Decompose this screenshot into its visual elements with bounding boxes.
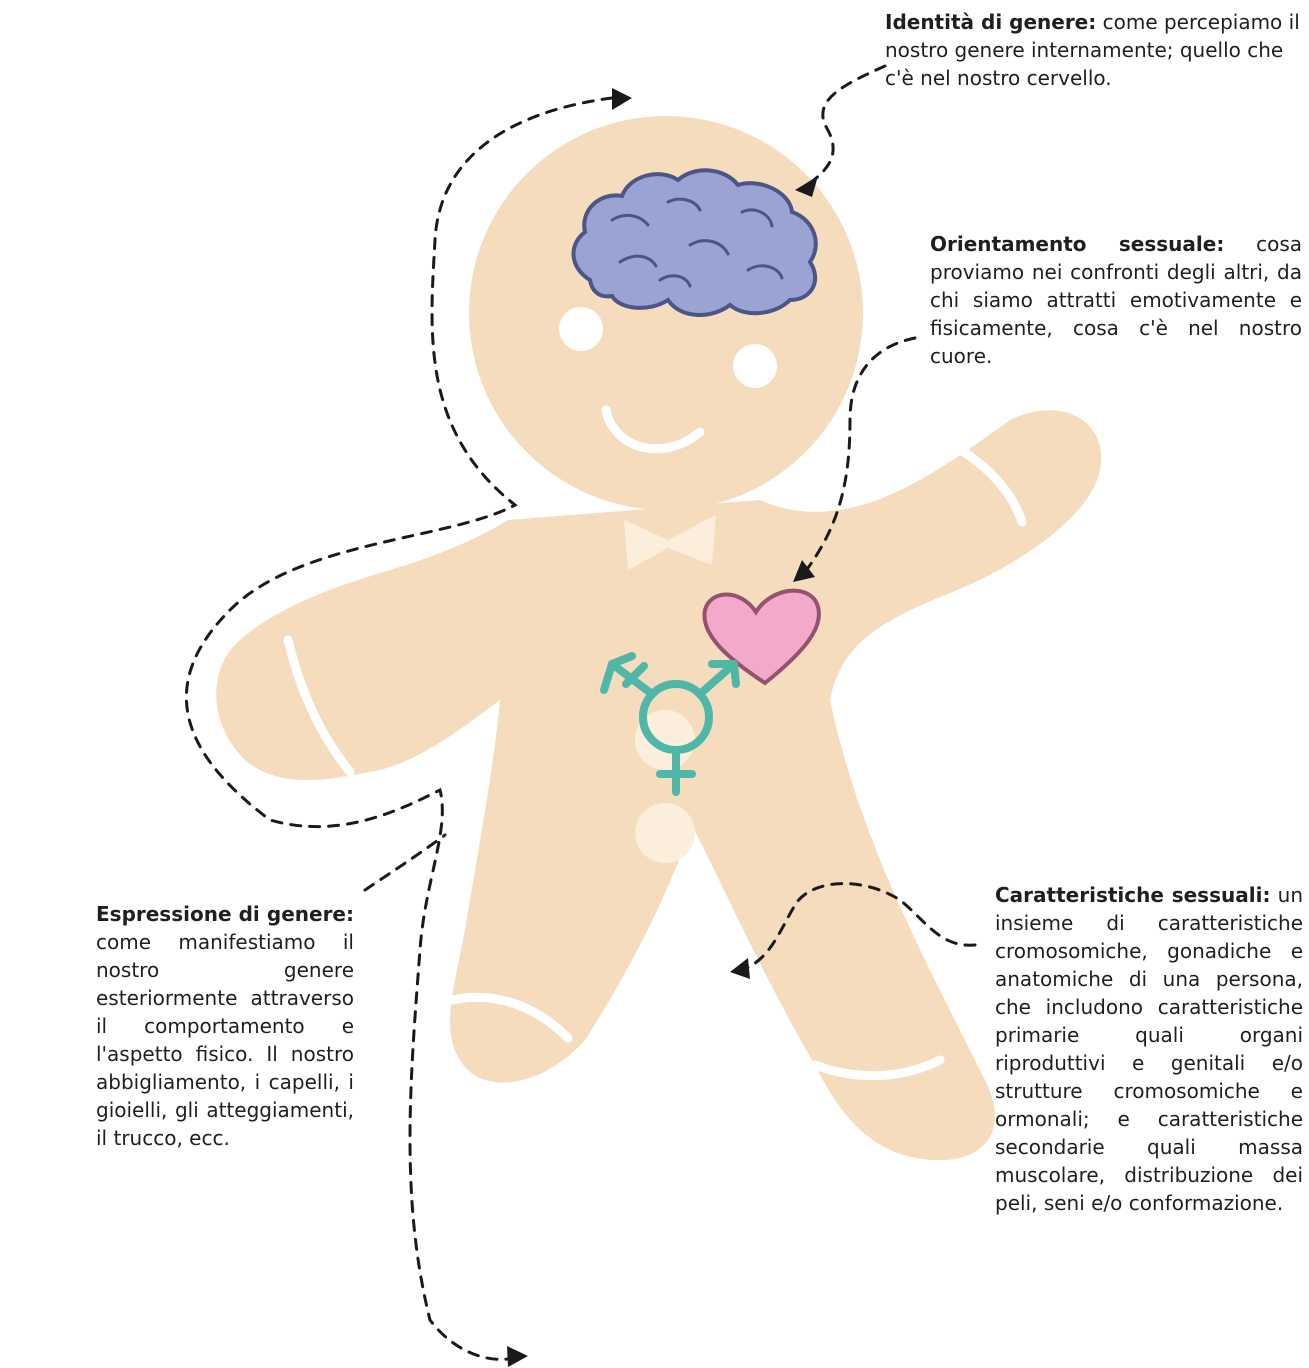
annotation-term: Caratteristiche sessuali: xyxy=(995,883,1270,907)
arrowhead-expression-top xyxy=(612,88,632,110)
annotation-sexual-orientation: Orientamento sessuale: cosa proviamo nei… xyxy=(930,230,1302,370)
annotation-gender-identity: Identità di genere: come percepiamo il n… xyxy=(885,8,1303,92)
right-eye xyxy=(733,344,777,388)
annotation-text: un insieme di caratteristiche cromosomic… xyxy=(995,883,1303,1215)
gingerbread-right-leg xyxy=(692,700,995,1160)
cookie-button-bottom xyxy=(635,803,695,863)
annotation-term: Orientamento sessuale: xyxy=(930,232,1224,256)
annotation-sex-characteristics: Caratteristiche sessuali: un insieme di … xyxy=(995,881,1303,1217)
arrow-expression-leader xyxy=(365,835,445,890)
arrowhead-sex-characteristics xyxy=(730,958,750,979)
annotation-term: Espressione di genere: xyxy=(96,902,354,926)
left-eye xyxy=(559,307,603,351)
annotation-gender-expression: Espressione di genere: come manifestiamo… xyxy=(96,900,354,1152)
arrow-identity xyxy=(810,66,885,183)
arrowhead-expression-bottom xyxy=(507,1346,528,1367)
annotation-text: come manifestiamo il nostro genere ester… xyxy=(96,930,354,1150)
annotation-term: Identità di genere: xyxy=(885,10,1096,34)
